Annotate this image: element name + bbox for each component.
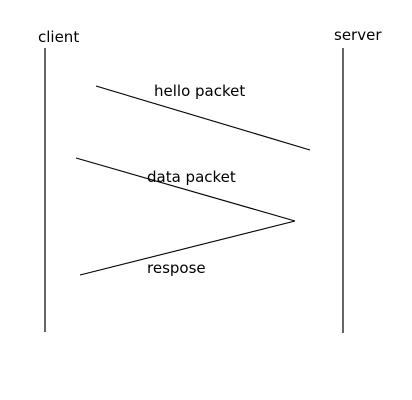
data-packet-label: data packet (147, 168, 236, 186)
hello-packet-line (95, 85, 311, 151)
hello-packet-label: hello packet (154, 82, 245, 100)
response-label: respose (147, 259, 206, 277)
server-label: server (334, 26, 382, 44)
data-packet-line (75, 157, 296, 222)
response-line (79, 220, 296, 276)
client-label: client (38, 28, 79, 46)
